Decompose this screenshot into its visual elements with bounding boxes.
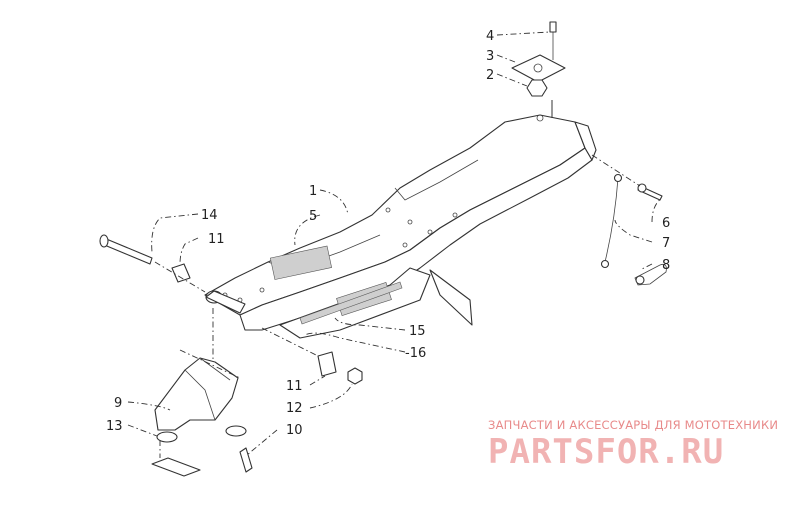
main-frame [204,114,597,339]
callout-13: 13 [106,419,123,434]
right-hardware [591,154,667,286]
lower-hardware [261,327,363,385]
watermark-tagline: ЗАПЧАСТИ И АКСЕССУАРЫ ДЛЯ МОТОТЕХНИКИ [488,418,779,432]
callout-14: 14 [201,208,218,223]
callout-12: 12 [286,401,303,416]
lock-nut [526,79,548,97]
callout-5: 5 [309,209,317,224]
callout-4: 4 [486,29,494,44]
callout-16: -16 [405,346,426,361]
callout-11-bottom: 11 [286,379,303,394]
callout-11-top: 11 [208,232,225,247]
bracket-stand [151,308,253,477]
callout-leaders [127,31,663,456]
callout-9: 9 [114,396,122,411]
callout-6: 6 [662,216,670,231]
callout-3: 3 [486,49,494,64]
mount-plate [511,54,566,83]
callout-10: 10 [286,423,303,438]
callout-1: 1 [309,184,317,199]
callout-15: 15 [409,324,426,339]
callout-7: 7 [662,236,670,251]
top-hardware [511,21,566,118]
callout-8: 8 [662,258,670,273]
callout-2: 2 [486,68,494,83]
left-hardware [99,234,206,293]
callout-labels: 4 3 2 1 5 14 11 6 7 8 15 -16 11 12 9 13 … [106,29,670,438]
watermark-logo: PARTSFOR.RU [488,432,725,472]
